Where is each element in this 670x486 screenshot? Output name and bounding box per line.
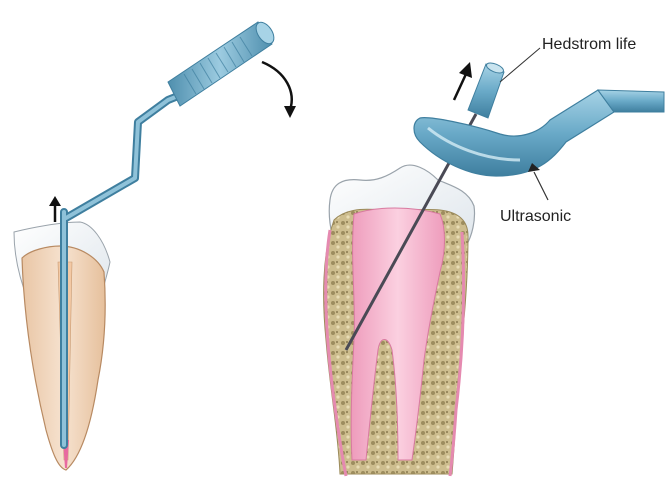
curved-arrow-icon: [262, 62, 296, 118]
ultrasonic-tip-body: [414, 90, 614, 176]
ultrasonic-pointer-arrow: [528, 163, 548, 200]
label-ultrasonic: Ultrasonic: [500, 208, 571, 226]
label-hedstrom-life: Hedstrom life: [542, 36, 636, 54]
arrow-up-icon: [454, 62, 472, 100]
arrow-up-icon: [49, 196, 61, 222]
hedstrom-leader-line: [500, 48, 540, 82]
right-tooth: [324, 165, 475, 476]
ultrasonic-tip: [414, 90, 664, 176]
left-instrument-handle: [168, 22, 272, 106]
